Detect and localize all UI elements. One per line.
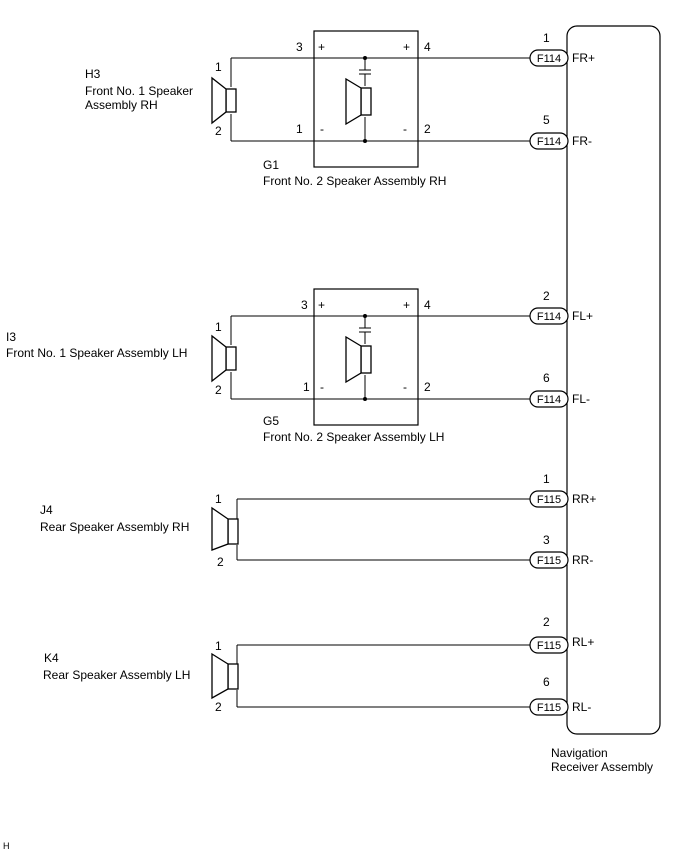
- speaker-code: H3: [85, 67, 101, 81]
- speaker-code: I3: [6, 330, 16, 344]
- speaker-icon: [211, 334, 237, 383]
- connector-badge: [529, 636, 569, 654]
- pin-label: 3: [301, 298, 308, 312]
- pin-label: 4: [424, 298, 431, 312]
- tweeter-icon: [345, 77, 372, 126]
- connector-badge: [529, 551, 569, 569]
- pin-label: 2: [424, 380, 431, 394]
- connector-pin-number: 2: [543, 615, 550, 629]
- polarity-label: +: [403, 298, 410, 312]
- rear-speaker-group-rh: 1 2 J4 Rear Speaker Assembly RH 1 F115 R…: [40, 472, 596, 569]
- connector-id: F114: [537, 394, 561, 406]
- connector-pin-number: 1: [543, 472, 550, 486]
- connector-badge: [529, 390, 569, 408]
- connector-badge: [529, 698, 569, 716]
- pin-label: 2: [215, 700, 222, 714]
- connector-badge: [529, 490, 569, 508]
- speaker-code: K4: [44, 651, 59, 665]
- pin-label: 4: [424, 40, 431, 54]
- pin-label: 2: [424, 122, 431, 136]
- signal-label: RR-: [572, 553, 593, 567]
- speaker-code: G1: [263, 158, 279, 172]
- pin-label: 2: [215, 124, 222, 138]
- polarity-label: -: [320, 122, 324, 136]
- speaker-name: Rear Speaker Assembly LH: [43, 668, 190, 682]
- pin-label: 1: [303, 380, 310, 394]
- connector-pin-number: 1: [543, 31, 550, 45]
- connector-pin-number: 6: [543, 675, 550, 689]
- connector-id: F115: [537, 555, 561, 567]
- pin-label: 2: [217, 555, 224, 569]
- signal-label: RR+: [572, 492, 596, 506]
- signal-label: FR-: [572, 134, 592, 148]
- front-speaker-group-lh: 1 2 I3 Front No. 1 Speaker Assembly LH +…: [6, 288, 593, 444]
- speaker-name-line: Front No. 1 Speaker Assembly LH: [6, 346, 187, 360]
- speaker-name-line: Assembly RH: [85, 98, 158, 112]
- polarity-label: +: [318, 298, 325, 312]
- signal-label: FL-: [572, 392, 590, 406]
- speaker-icon: [211, 506, 239, 551]
- polarity-label: -: [403, 122, 407, 136]
- pin-label: 3: [296, 40, 303, 54]
- speaker-name-line: Front No. 1 Speaker: [85, 84, 193, 98]
- connector-badge: [529, 49, 569, 67]
- signal-label: FR+: [572, 51, 595, 65]
- connector-pin-number: 6: [543, 371, 550, 385]
- receiver-name-line2: Receiver Assembly: [551, 760, 653, 774]
- connector-id: F114: [537, 53, 561, 65]
- connector-id: F115: [537, 640, 561, 652]
- connector-pin-number: 2: [543, 289, 550, 303]
- receiver-name-line1: Navigation: [551, 746, 608, 760]
- speaker-code: G5: [263, 414, 279, 428]
- pin-label: 1: [215, 320, 222, 334]
- footer-code: H: [3, 841, 10, 851]
- tweeter-assembly-box: [313, 288, 419, 426]
- tweeter-assembly-box: [313, 30, 419, 168]
- connector-badge: [529, 307, 569, 325]
- speaker-icon: [211, 652, 239, 700]
- speaker-code: J4: [40, 503, 53, 517]
- signal-label: FL+: [572, 309, 593, 323]
- connector-id: F115: [537, 702, 561, 714]
- polarity-label: -: [320, 380, 324, 394]
- tweeter-icon: [345, 335, 372, 384]
- connector-id: F114: [537, 136, 561, 148]
- signal-label: RL+: [572, 635, 594, 649]
- polarity-label: +: [318, 40, 325, 54]
- speaker-name: Front No. 2 Speaker Assembly LH: [263, 430, 444, 444]
- speaker-name: Rear Speaker Assembly RH: [40, 520, 189, 534]
- speaker-icon: [211, 76, 237, 125]
- connector-pin-number: 3: [543, 533, 550, 547]
- polarity-label: +: [403, 40, 410, 54]
- connector-badge: [529, 132, 569, 150]
- rear-speaker-group-lh: 1 2 K4 Rear Speaker Assembly LH 2 F115 R…: [43, 615, 594, 716]
- connector-id: F115: [537, 494, 561, 506]
- pin-label: 1: [215, 60, 222, 74]
- speaker-name: Front No. 2 Speaker Assembly RH: [263, 174, 446, 188]
- connector-id: F114: [537, 311, 561, 323]
- connector-pin-number: 5: [543, 113, 550, 127]
- pin-label: 1: [215, 492, 222, 506]
- pin-label: 1: [296, 122, 303, 136]
- navigation-receiver-box: [566, 25, 661, 735]
- polarity-label: -: [403, 380, 407, 394]
- pin-label: 2: [215, 383, 222, 397]
- pin-label: 1: [215, 639, 222, 653]
- front-speaker-group-rh: 1 2 H3 Front No. 1 Speaker Assembly RH +…: [85, 30, 595, 188]
- signal-label: RL-: [572, 700, 591, 714]
